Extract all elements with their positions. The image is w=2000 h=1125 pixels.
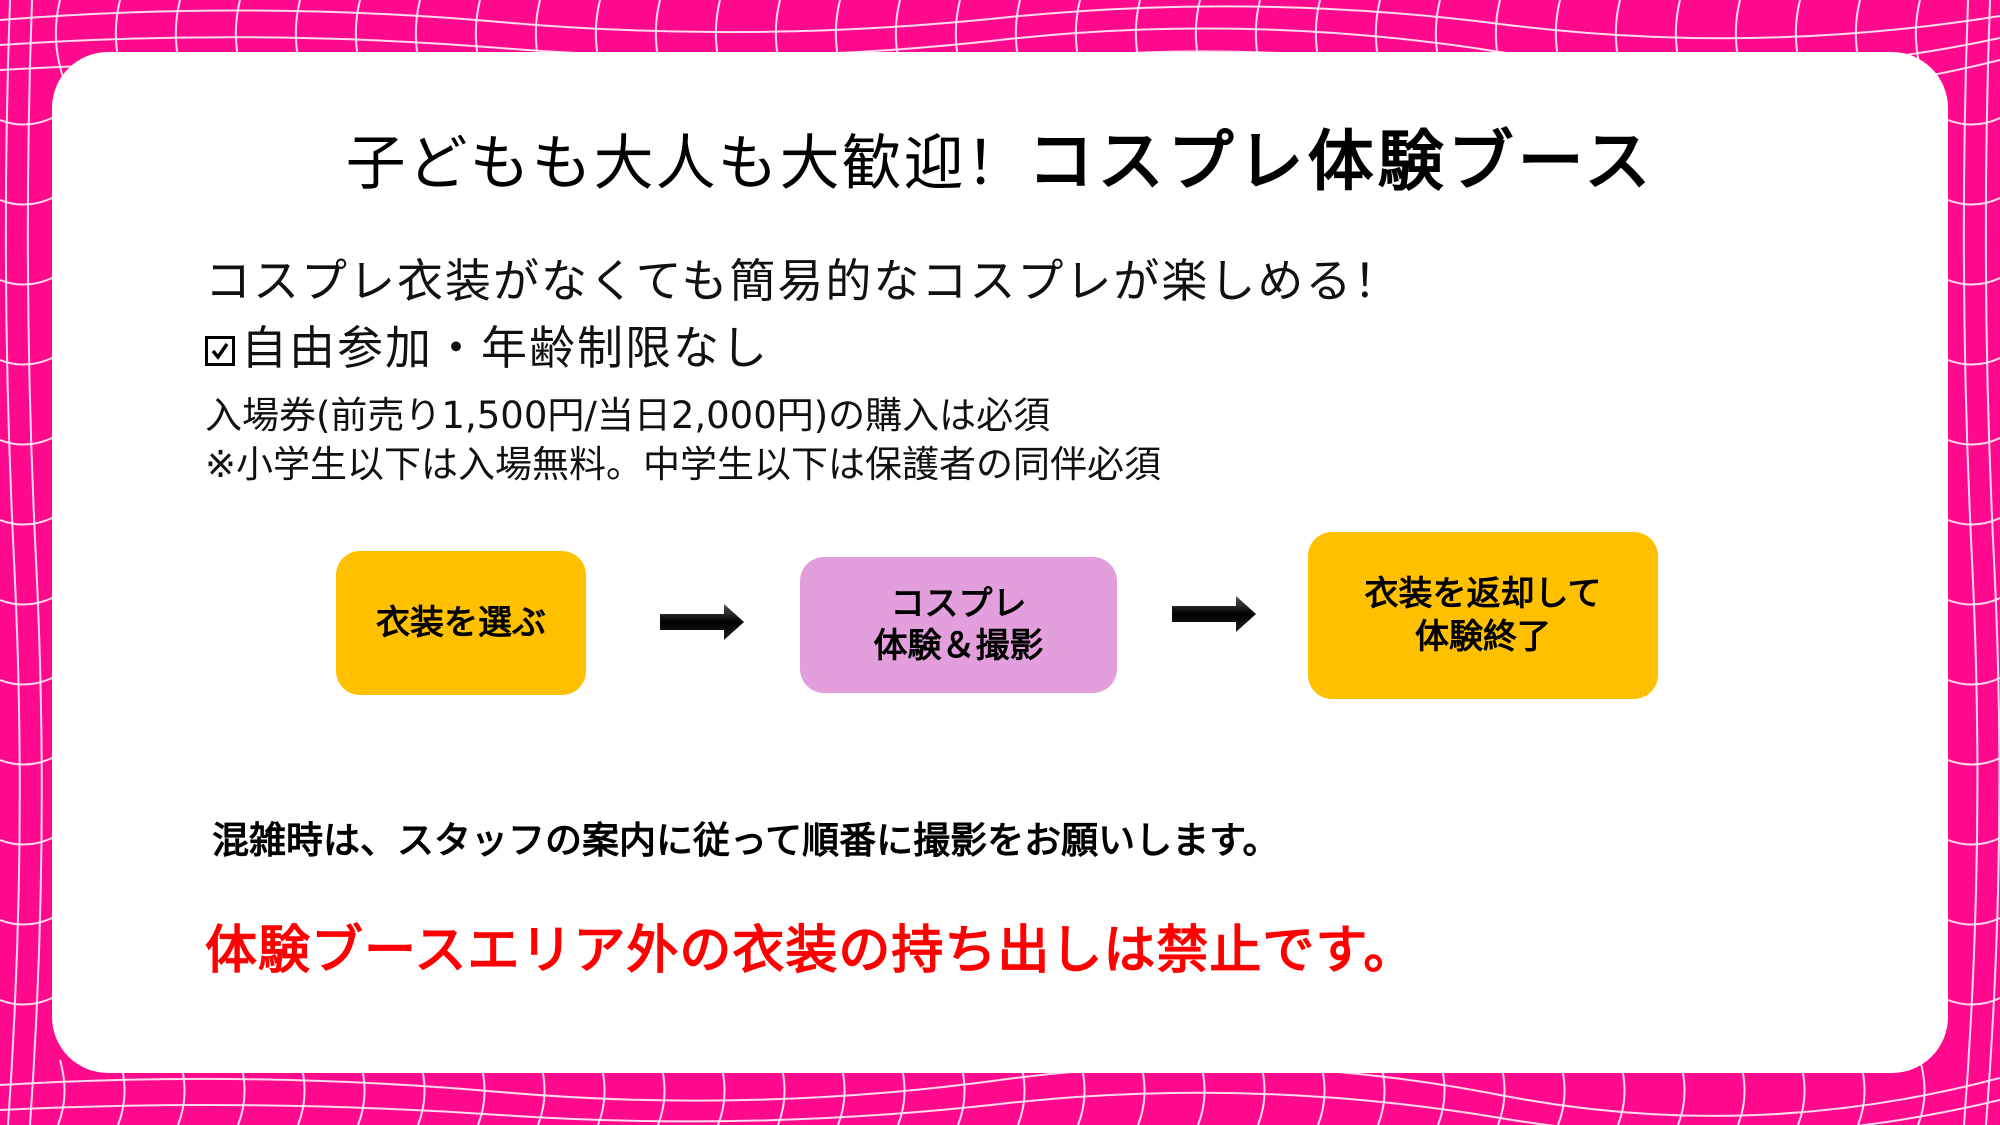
title-booth-name: コスプレ体験ブース: [1027, 123, 1655, 200]
right-arrow-icon: [660, 604, 744, 640]
tagline: コスプレ衣装がなくても簡易的なコスプレが楽しめる！: [205, 254, 1402, 308]
page-title: 子どもも大人も大歓迎！コスプレ体験ブース: [0, 112, 2000, 214]
child-note: ※小学生以下は入場無料。中学生以下は保護者の同伴必須: [205, 443, 1162, 486]
step-label-line2: 体験＆撮影: [873, 626, 1044, 666]
step-label: 衣装を選ぶ: [376, 602, 546, 643]
flow-step-return-costume: 衣装を返却して 体験終了: [1308, 532, 1658, 699]
checkbox-checked-icon: [205, 336, 235, 366]
flow-step-cosplay-photo: コスプレ 体験＆撮影: [800, 557, 1117, 693]
step-label-line2: 体験終了: [1414, 616, 1551, 657]
participation-line: 自由参加・年齢制限なし: [205, 312, 769, 378]
step-label-line1: コスプレ: [890, 583, 1027, 624]
crowd-notice: 混雑時は、スタッフの案内に従って順番に撮影をお願いします。: [212, 819, 1280, 862]
ticket-note: 入場券(前売り1,500円/当日2,000円)の購入は必須: [205, 394, 1051, 437]
title-welcome: 子どもも大人も大歓迎！: [345, 129, 1028, 199]
flow-step-choose-costume: 衣装を選ぶ: [336, 551, 586, 695]
warning-text: 体験ブースエリア外の衣装の持ち出しは禁止です。: [205, 921, 1417, 981]
right-arrow-icon: [1172, 596, 1256, 632]
participation-text: 自由参加・年齢制限なし: [241, 321, 769, 375]
step-label-line1: 衣装を返却して: [1364, 574, 1602, 614]
